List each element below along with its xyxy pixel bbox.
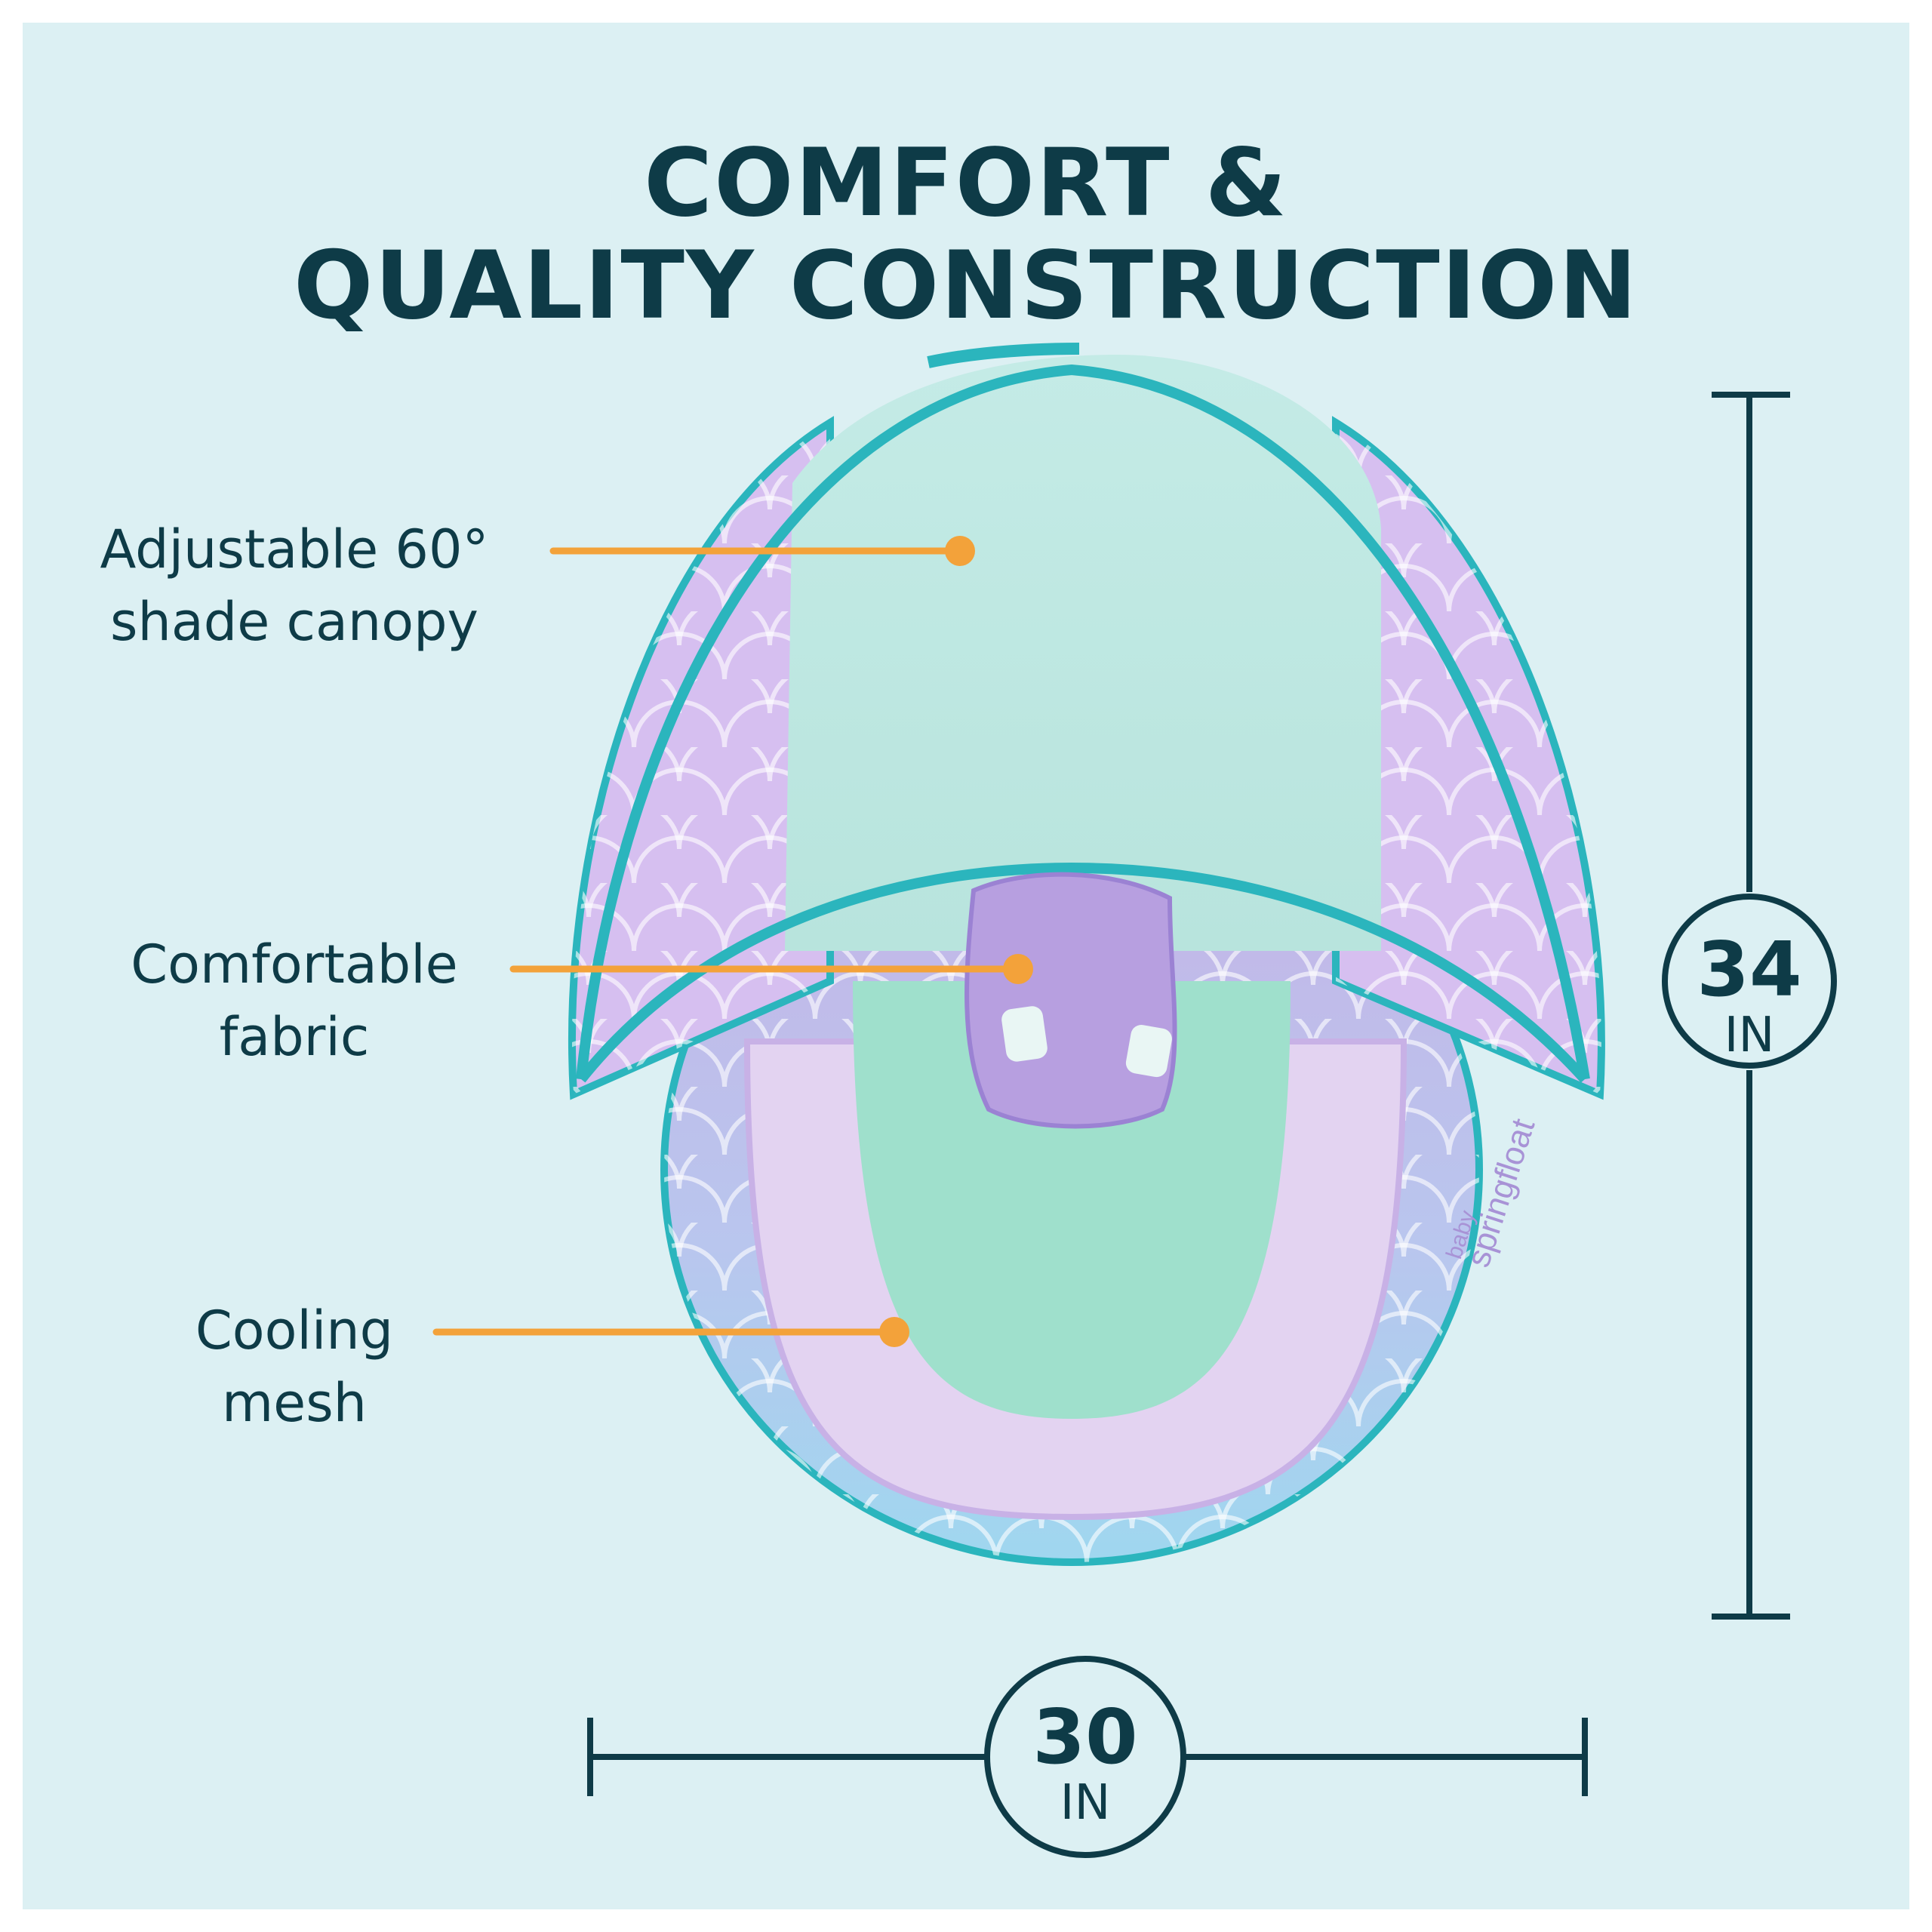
title-line-2: QUALITY CONSTRUCTION [293,232,1639,340]
width-dimension [587,1656,1588,1858]
callout-dot-canopy [945,536,975,566]
height-label: 34 IN [1659,925,1840,1063]
title-line-1: COMFORT & [644,129,1288,238]
callout-mesh-line-1: Cooling [195,1300,394,1361]
callout-mesh-line-2: mesh [221,1372,368,1434]
callout-mesh: Cooling mesh [136,1294,453,1439]
callout-fabric: Comfortable fabric [98,928,491,1073]
height-unit: IN [1724,1008,1775,1063]
callout-dot-fabric [1003,954,1033,984]
page-title: COMFORT & QUALITY CONSTRUCTION [0,132,1932,337]
height-value: 34 [1697,925,1802,1014]
callout-dot-mesh [879,1317,909,1347]
seat [964,872,1177,1129]
callout-fabric-line-2: fabric [219,1006,370,1068]
callout-canopy: Adjustable 60° shade canopy [75,513,513,658]
inner-tube [853,981,1291,1419]
shade-canopy [576,343,1590,1083]
callout-fabric-line-1: Comfortable [131,934,458,995]
callout-lines [432,536,1033,1347]
width-label: 30 IN [995,1693,1176,1831]
callout-canopy-line-2: shade canopy [110,591,478,653]
callout-canopy-line-1: Adjustable 60° [100,518,489,580]
width-value: 30 [1032,1693,1138,1781]
height-dimension [1662,392,1837,1620]
width-unit: IN [1060,1775,1111,1831]
